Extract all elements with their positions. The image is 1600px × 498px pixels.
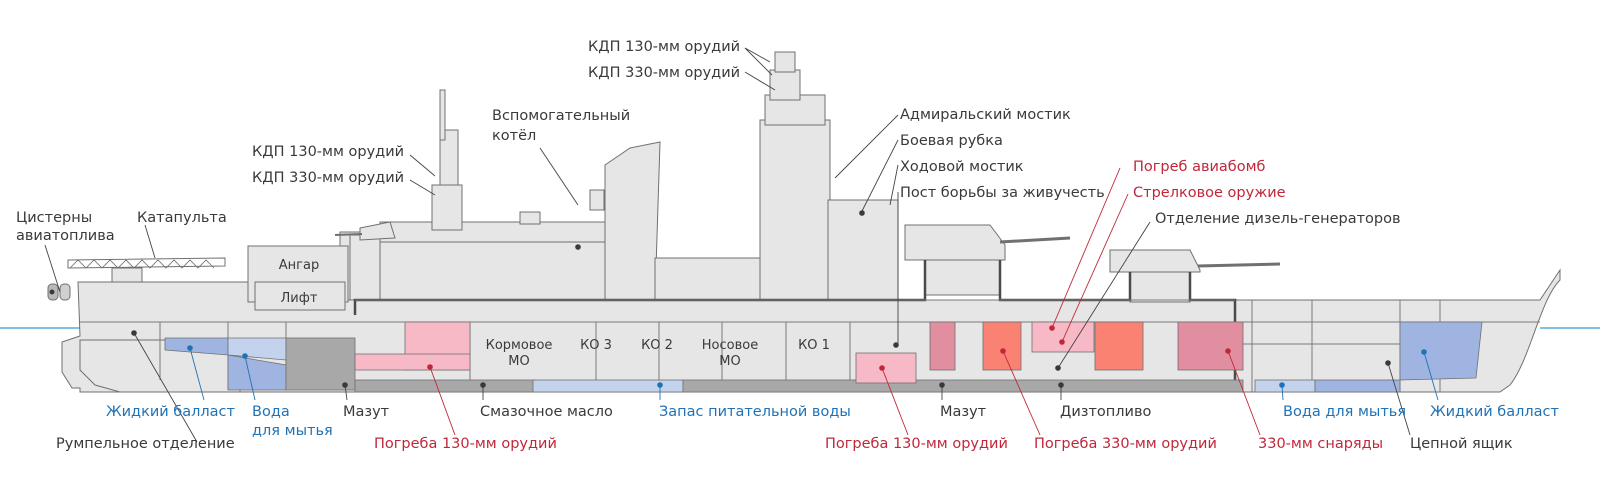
label-chain-locker: Цепной ящик [1410,436,1513,452]
label-catapult: Катапульта [137,210,227,226]
label-ballast-fwd: Жидкий балласт [1430,404,1560,420]
label-aux-boiler-l1: Вспомогательный [492,108,630,124]
label-mag-330: Погреба 330-мм орудий [1034,436,1217,452]
magazine-330-aft [982,321,1022,371]
aviation-fuel-tanks [47,283,71,301]
double-bottom-fuel-fwd [682,379,1244,393]
ballast-tank-fwd [1399,321,1483,381]
label-wash-water-aft-l1: Вода [252,404,290,420]
label-mag-130-aft: Погреба 130-мм орудий [374,436,557,452]
fuel-oil-tank-aft [285,337,356,391]
label-fwd-fcs-330: КДП 330-мм орудий [588,65,740,81]
hangar-label: Ангар [279,258,319,273]
turret-130-aft [334,221,396,241]
wash-water-tank-fwd [1254,379,1316,393]
turret-330-aft [904,224,1071,296]
label-fuel-oil-aft: Мазут [343,404,390,420]
aft-engine-room-l1: Кормовое [486,338,553,353]
label-wash-water-fwd: Вода для мытья [1283,404,1406,420]
label-shells-330: 330-мм снаряды [1258,436,1383,452]
label-small-arms: Стрелковое оружие [1133,185,1286,201]
fwd-engine-room-l1: Носовое [702,338,758,353]
magazine-130-aft-lower [354,353,471,371]
tanks [164,321,1483,393]
label-nav-bridge: Ходовой мостик [900,159,1024,175]
label-steering: Румпельное отделение [56,436,235,452]
label-conning-tower: Боевая рубка [900,133,1003,149]
boiler-room-3: КО 3 [580,338,612,353]
shells-330-fwd [1177,321,1244,371]
magazine-330-fwd [1094,321,1144,371]
label-diesel-fuel: Дизтопливо [1060,404,1151,420]
label-feed-water: Запас питательной воды [659,404,851,420]
double-bottom-fuel-aft [354,379,536,393]
aft-engine-room-l2: МО [508,354,529,369]
fwd-engine-room-l2: МО [719,354,740,369]
label-admiral-bridge: Адмиральский мостик [900,107,1071,123]
label-aviation-fuel-l2: авиатоплива [16,228,115,244]
label-mag-130-fwd: Погреба 130-мм орудий [825,436,1008,452]
marker-dots [131,210,1427,388]
label-bomb-magazine: Погреб авиабомб [1133,159,1266,175]
label-wash-water-aft-l2: для мытья [252,423,333,439]
turret-330-fwd [1109,249,1281,303]
lift-block [254,281,346,311]
wash-water-tank-fwd-2 [1314,379,1401,393]
lift-label: Лифт [281,291,318,306]
label-aux-boiler-l2: котёл [492,128,536,144]
bomb-magazine [1031,321,1095,353]
label-fuel-oil-fwd: Мазут [940,404,987,420]
label-damage-control: Пост борьбы за живучесть [900,185,1105,201]
label-lube-oil: Смазочное масло [480,404,613,420]
label-ballast-aft: Жидкий балласт [106,404,236,420]
boiler-room-2: КО 2 [641,338,673,353]
leader-lines [44,47,1439,443]
label-aviation-fuel-l1: Цистерны [16,210,92,226]
label-diesel-generators: Отделение дизель-генераторов [1155,211,1401,227]
label-fwd-fcs-130: КДП 130-мм орудий [588,39,740,55]
boiler-room-1: КО 1 [798,338,830,353]
label-aft-fcs-130: КДП 130-мм орудий [252,144,404,160]
catapult [67,257,226,283]
label-aft-fcs-330: КДП 330-мм орудий [252,170,404,186]
shells-330-aft [929,321,956,371]
superstructure [339,51,899,301]
